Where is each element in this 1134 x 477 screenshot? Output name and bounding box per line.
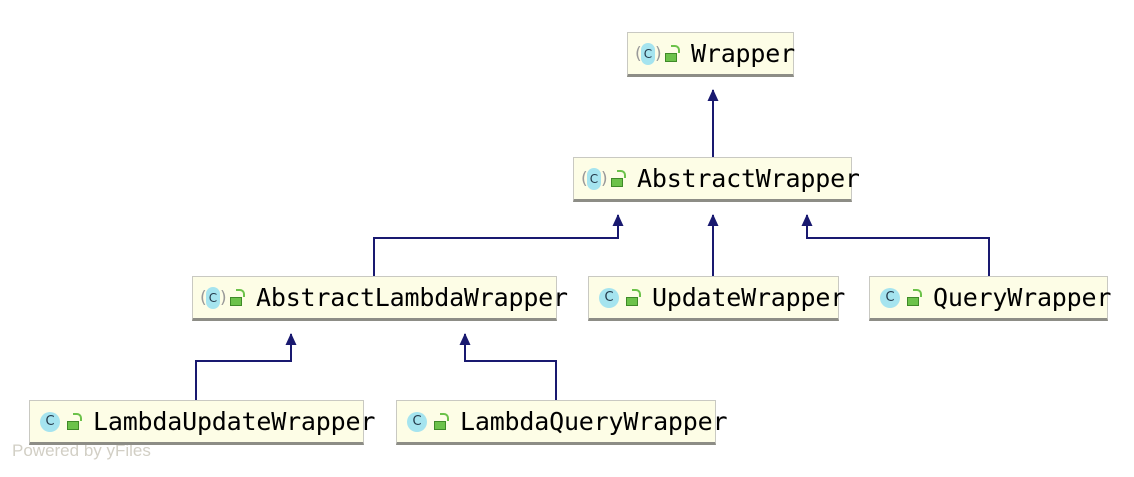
- class-icon-letter: C: [885, 290, 895, 305]
- node-icons: ( C ): [581, 167, 626, 190]
- class-icon-disc: [880, 287, 900, 308]
- edge-query-wrapper-to-abstract-wrapper: [801, 214, 990, 276]
- edge-lambda-query-wrapper-to-abstract-lambda-wrapper: [459, 333, 557, 400]
- class-name-label: LambdaUpdateWrapper: [93, 407, 376, 436]
- class-icon: C: [879, 287, 901, 309]
- class-icon-letter: C: [45, 414, 55, 429]
- class-name-label: AbstractWrapper: [637, 164, 860, 193]
- class-name-label: Wrapper: [691, 39, 795, 68]
- padlock-body: [434, 421, 446, 430]
- node-icons: C: [406, 411, 449, 433]
- class-name-label: UpdateWrapper: [652, 283, 846, 312]
- class-node-lambda-update-wrapper[interactable]: C LambdaUpdateWrapper: [29, 400, 375, 445]
- node-icons: C: [879, 287, 922, 309]
- abstract-paren-left: (: [635, 43, 642, 64]
- yfiles-watermark: Powered by yFiles: [12, 441, 151, 460]
- node-icons: ( C ): [200, 286, 245, 309]
- edge-abstract-lambda-wrapper-to-abstract-wrapper: [373, 214, 624, 276]
- padlock-body: [67, 421, 79, 430]
- padlock-shackle: [617, 170, 626, 178]
- class-icon-letter: C: [589, 171, 599, 186]
- abstract-paren-left: (: [581, 168, 588, 189]
- padlock-shackle: [440, 413, 449, 421]
- abstract-paren-right: ): [601, 168, 608, 189]
- padlock-shackle: [236, 289, 245, 297]
- padlock-body: [907, 297, 919, 306]
- open-padlock-icon: [67, 413, 82, 430]
- class-icon-letter: C: [412, 414, 422, 429]
- class-node-abstract-lambda-wrapper[interactable]: ( C ) AbstractLambdaWrapper: [192, 276, 568, 321]
- class-node-wrapper[interactable]: ( C ) Wrapper: [627, 32, 795, 77]
- class-icon-disc: [40, 411, 60, 432]
- class-node-lambda-query-wrapper[interactable]: C LambdaQueryWrapper: [396, 400, 728, 445]
- padlock-shackle: [671, 45, 680, 53]
- node-icons: ( C ): [635, 42, 680, 65]
- open-padlock-icon: [665, 45, 680, 62]
- class-node-query-wrapper[interactable]: C QueryWrapper: [869, 276, 1112, 321]
- node-icons: C: [598, 287, 641, 309]
- open-padlock-icon: [907, 289, 922, 306]
- open-padlock-icon: [230, 289, 245, 306]
- node-icons: C: [39, 411, 82, 433]
- class-icon-disc: [641, 42, 655, 65]
- padlock-shackle: [632, 289, 641, 297]
- padlock-body: [665, 53, 677, 62]
- padlock-body: [230, 297, 242, 306]
- class-node-update-wrapper[interactable]: C UpdateWrapper: [588, 276, 845, 321]
- padlock-shackle: [913, 289, 922, 297]
- open-padlock-icon: [611, 170, 626, 187]
- class-icon-disc: [587, 167, 601, 190]
- abstract-paren-right: ): [655, 43, 662, 64]
- class-icon-letter: C: [604, 290, 614, 305]
- class-icon-disc: [407, 411, 427, 432]
- abstract-class-icon: ( C ): [200, 286, 227, 309]
- class-icon-letter: C: [643, 46, 653, 61]
- open-padlock-icon: [626, 289, 641, 306]
- edge-lambda-update-wrapper-to-abstract-lambda-wrapper: [195, 333, 297, 400]
- padlock-body: [611, 178, 623, 187]
- padlock-shackle: [73, 413, 82, 421]
- class-icon: C: [598, 287, 620, 309]
- class-icon-disc: [599, 287, 619, 308]
- abstract-class-icon: ( C ): [635, 42, 662, 65]
- class-icon-disc: [206, 286, 220, 309]
- class-icon-letter: C: [208, 290, 218, 305]
- class-name-label: AbstractLambdaWrapper: [256, 283, 568, 312]
- class-name-label: QueryWrapper: [933, 283, 1112, 312]
- class-name-label: LambdaQueryWrapper: [460, 407, 728, 436]
- class-icon: C: [39, 411, 61, 433]
- abstract-class-icon: ( C ): [581, 167, 608, 190]
- padlock-body: [626, 297, 638, 306]
- open-padlock-icon: [434, 413, 449, 430]
- abstract-paren-left: (: [200, 287, 207, 308]
- class-icon: C: [406, 411, 428, 433]
- abstract-paren-right: ): [220, 287, 227, 308]
- class-node-abstract-wrapper[interactable]: ( C ) AbstractWrapper: [573, 157, 860, 202]
